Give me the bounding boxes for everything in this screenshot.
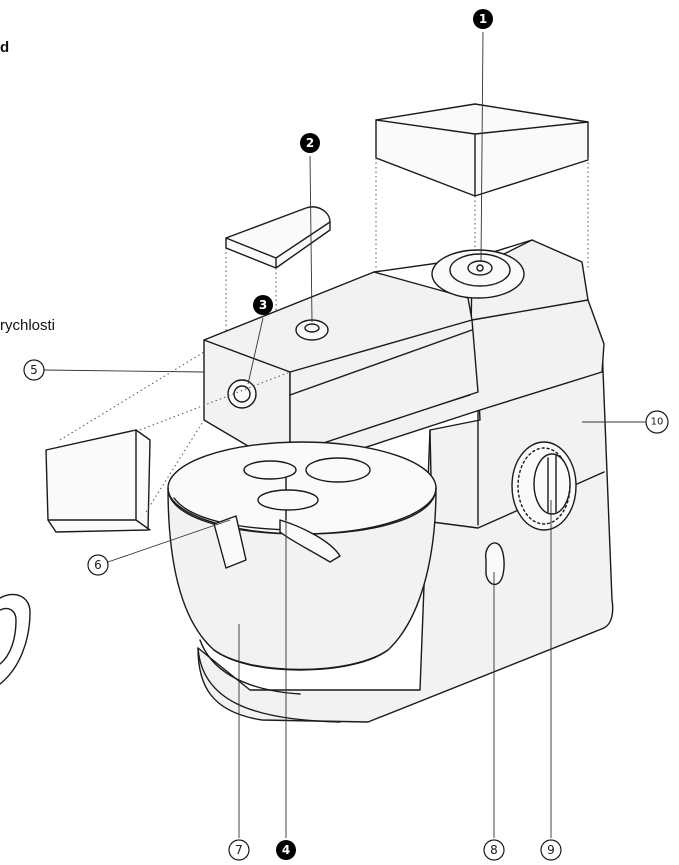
callout-3: 3 [253, 295, 273, 315]
callout-2: 2 [300, 133, 320, 153]
svg-text:8: 8 [490, 843, 498, 857]
svg-text:2: 2 [306, 136, 314, 150]
slow-speed-outlet [227, 379, 257, 409]
top-left-text-fragment: d [0, 39, 9, 56]
callout-4: 4 [276, 840, 296, 860]
head-release-lever [484, 542, 505, 585]
mixer-head [203, 239, 605, 471]
svg-text:3: 3 [259, 298, 267, 312]
svg-text:5: 5 [30, 363, 38, 377]
callout-7: 7 [228, 839, 250, 861]
callout-10: 10 [645, 410, 669, 434]
slow-outlet-guide-lines [59, 351, 291, 513]
left-text-fragment: rychlosti [0, 317, 55, 334]
svg-text:1: 1 [479, 12, 487, 26]
outlet-cover-guide-lines [375, 158, 589, 318]
callout-8: 8 [483, 839, 505, 861]
svg-text:9: 9 [547, 843, 555, 857]
medium-speed-outlet-socket [295, 319, 329, 341]
callout-6: 6 [87, 554, 109, 576]
svg-text:6: 6 [94, 558, 102, 572]
speed-control-knob [511, 441, 577, 531]
k-beater [213, 469, 341, 569]
partial-accessory-left-edge [0, 593, 31, 685]
svg-text:7: 7 [235, 843, 243, 857]
slow-speed-outlet-cover [45, 429, 151, 533]
high-speed-outlet-socket [431, 249, 525, 299]
callout-leader-lines [43, 31, 646, 838]
drive-socket [243, 457, 371, 483]
medium-speed-outlet-cover [225, 206, 331, 269]
svg-text:4: 4 [282, 843, 290, 857]
callout-9: 9 [540, 839, 562, 861]
mixing-bowl [167, 441, 437, 671]
svg-text:10: 10 [651, 417, 664, 428]
callout-5: 5 [23, 359, 45, 381]
callout-1: 1 [473, 9, 493, 29]
